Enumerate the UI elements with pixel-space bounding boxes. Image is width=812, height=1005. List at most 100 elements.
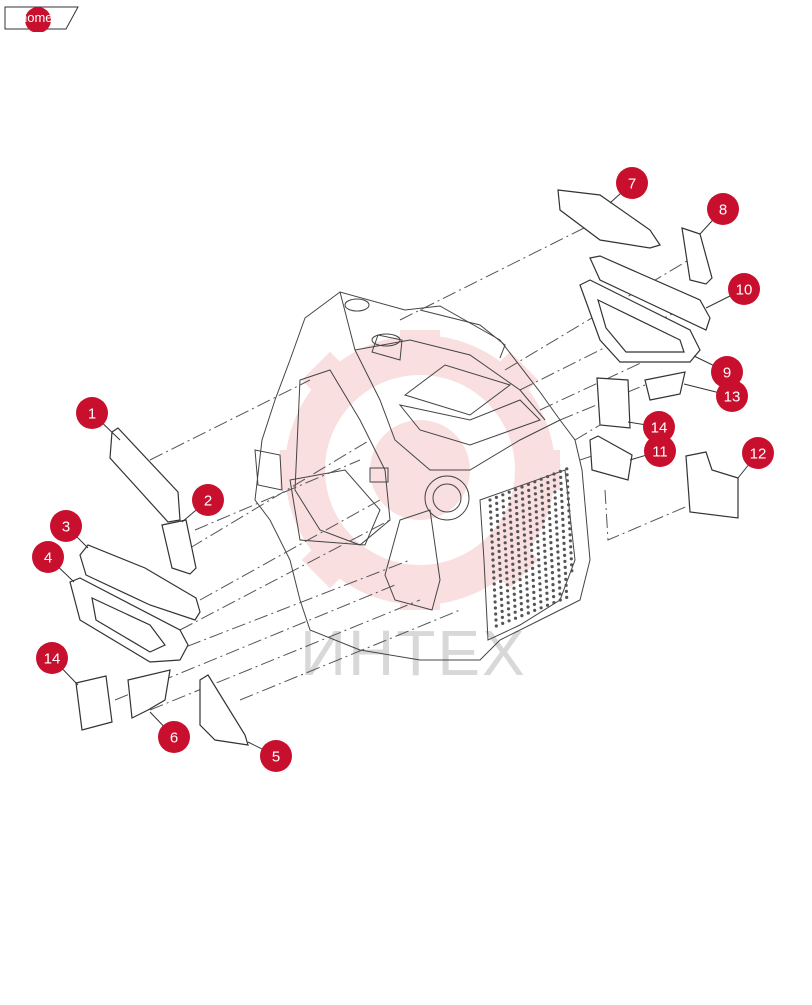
callout-label: 14 bbox=[44, 651, 61, 668]
grille-hole bbox=[519, 596, 523, 600]
grille-hole bbox=[501, 621, 505, 626]
callout-10[interactable]: 10 bbox=[728, 273, 760, 305]
grille-hole bbox=[508, 514, 512, 518]
callout-7[interactable]: 7 bbox=[616, 167, 648, 199]
callout-11[interactable]: 11 bbox=[644, 435, 676, 467]
grille-hole bbox=[565, 467, 569, 471]
callout-8[interactable]: 8 bbox=[707, 193, 739, 225]
grille-hole bbox=[566, 485, 570, 489]
grille-hole bbox=[546, 487, 550, 491]
callout-circle bbox=[716, 380, 748, 412]
grille-hole bbox=[547, 499, 551, 503]
callout-2[interactable]: 2 bbox=[192, 484, 224, 516]
grille-hole bbox=[552, 472, 556, 476]
home-button[interactable]: home bbox=[4, 4, 79, 32]
grille-hole bbox=[537, 570, 541, 574]
callout-circle bbox=[192, 484, 224, 516]
grille-hole bbox=[559, 487, 563, 491]
grille-hole bbox=[494, 495, 498, 499]
callout-circle bbox=[50, 510, 82, 542]
callout-9[interactable]: 9 bbox=[711, 356, 743, 388]
grille-hole bbox=[524, 575, 529, 579]
grille-hole bbox=[526, 611, 530, 615]
grille-hole bbox=[491, 558, 495, 562]
grille-hole bbox=[513, 598, 517, 602]
grille bbox=[488, 467, 574, 628]
grille-hole bbox=[550, 559, 554, 563]
grille-hole bbox=[519, 602, 523, 606]
callout-label: 1 bbox=[88, 406, 96, 423]
grille-hole bbox=[533, 608, 537, 613]
grille-hole bbox=[495, 501, 499, 505]
grille-hole bbox=[541, 513, 545, 517]
grille-hole bbox=[549, 547, 553, 551]
callout-1[interactable]: 1 bbox=[76, 397, 108, 429]
grille-hole bbox=[542, 525, 546, 529]
callout-label: 10 bbox=[736, 282, 753, 299]
callout-circle bbox=[644, 435, 676, 467]
callout-circle bbox=[643, 411, 675, 443]
part-1 bbox=[109, 427, 181, 523]
grille-hole bbox=[528, 524, 533, 529]
grille-hole bbox=[552, 595, 556, 599]
part-13 bbox=[644, 371, 686, 401]
grille-hole bbox=[500, 609, 504, 614]
grille-hole bbox=[542, 531, 546, 535]
callout-4[interactable]: 4 bbox=[32, 541, 64, 573]
grille-hole bbox=[559, 475, 563, 479]
grille-hole bbox=[539, 606, 543, 610]
grille-hole bbox=[564, 589, 569, 594]
callout-12[interactable]: 12 bbox=[742, 437, 774, 469]
grille-hole bbox=[543, 549, 547, 553]
callout-label: 5 bbox=[272, 749, 280, 766]
part-5 bbox=[199, 674, 249, 746]
callout-circle bbox=[76, 397, 108, 429]
grille-hole bbox=[561, 529, 566, 534]
callout-5[interactable]: 5 bbox=[260, 740, 292, 772]
home-tab-shape bbox=[4, 6, 79, 32]
grille-hole bbox=[562, 547, 566, 552]
grille-hole bbox=[565, 595, 569, 600]
grille-hole bbox=[544, 579, 548, 583]
grille-hole bbox=[490, 546, 494, 550]
part-10 bbox=[589, 255, 711, 331]
grille-hole bbox=[533, 486, 537, 490]
grille-hole bbox=[511, 574, 515, 578]
grille-hole bbox=[514, 506, 519, 510]
cabin-frame bbox=[254, 291, 591, 661]
grille-hole bbox=[502, 511, 506, 515]
grille-hole bbox=[527, 488, 531, 492]
grille-hole bbox=[503, 535, 507, 539]
grille-hole bbox=[545, 597, 549, 601]
callout-circle bbox=[616, 167, 648, 199]
grille-hole bbox=[540, 489, 544, 493]
grille-hole bbox=[535, 522, 539, 526]
grille-hole bbox=[527, 494, 531, 498]
grille-hole bbox=[545, 591, 549, 595]
grille-hole bbox=[493, 594, 497, 598]
grille-hole bbox=[514, 500, 518, 504]
grille-hole bbox=[556, 562, 561, 566]
grille-hole bbox=[513, 604, 517, 608]
grille-hole bbox=[499, 591, 503, 596]
callout-3[interactable]: 3 bbox=[50, 510, 82, 542]
callout-label: 12 bbox=[750, 446, 767, 463]
grille-hole bbox=[508, 508, 512, 512]
grille-hole bbox=[544, 573, 548, 577]
callout-14[interactable]: 14 bbox=[643, 411, 675, 443]
callout-6[interactable]: 6 bbox=[158, 721, 190, 753]
grille-hole bbox=[538, 588, 542, 592]
callout-14[interactable]: 14 bbox=[36, 642, 68, 674]
callout-label: 14 bbox=[651, 420, 668, 437]
callout-circle bbox=[728, 273, 760, 305]
grille-hole bbox=[501, 493, 505, 497]
grille-hole bbox=[497, 549, 501, 554]
grille-hole bbox=[509, 532, 513, 536]
callout-13[interactable]: 13 bbox=[716, 380, 748, 412]
grille-hole bbox=[556, 544, 560, 548]
grille-hole bbox=[531, 578, 535, 583]
grille-hole bbox=[517, 566, 522, 570]
grille-hole bbox=[565, 479, 570, 483]
grille-hole bbox=[492, 576, 496, 580]
